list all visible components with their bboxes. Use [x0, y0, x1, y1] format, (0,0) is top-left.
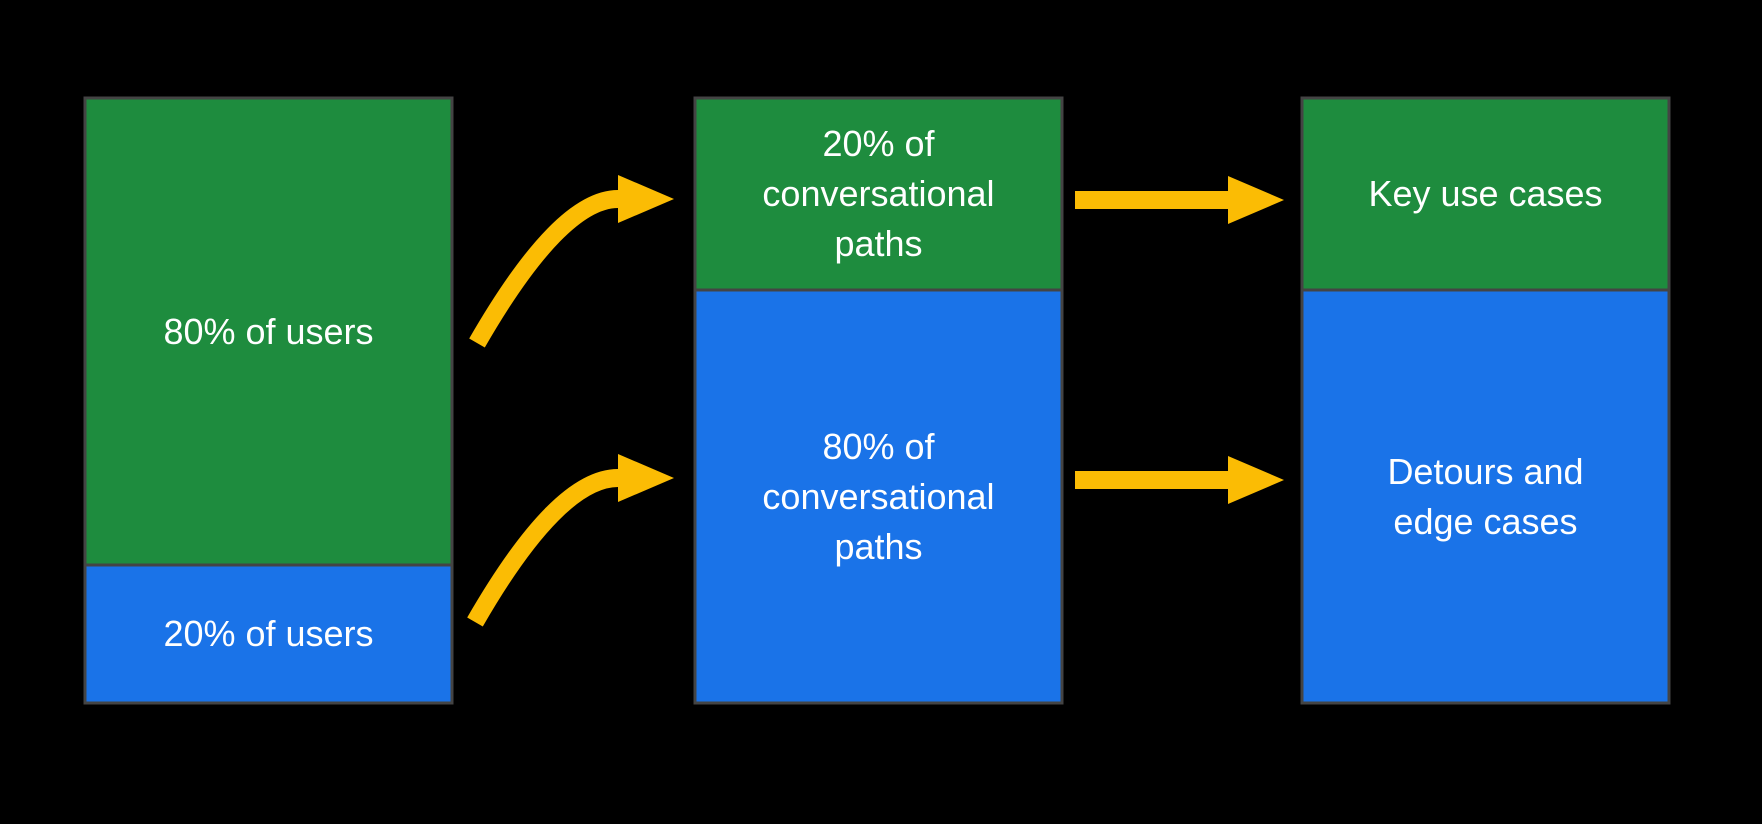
users-bar	[83, 96, 454, 705]
users-majority-segment	[83, 96, 454, 567]
users-minority-segment	[83, 563, 454, 705]
conversational-paths-bar	[693, 96, 1064, 705]
paths-majority-segment	[693, 288, 1064, 705]
straight-arrow-bottom-head-icon	[1228, 456, 1284, 504]
curved-arrow-bottom-shaft	[467, 469, 619, 627]
detours-edge-cases-segment	[1300, 288, 1671, 705]
straight-arrow-top-head-icon	[1228, 176, 1284, 224]
outcomes-bar	[1300, 96, 1671, 705]
key-use-cases-segment	[1300, 96, 1671, 292]
straight-arrow-bottom	[1075, 456, 1284, 504]
straight-arrow-top	[1075, 176, 1284, 224]
curved-arrow-top-shaft	[469, 190, 619, 348]
curved-arrow-top	[469, 175, 674, 348]
paths-minority-segment	[693, 96, 1064, 292]
curved-arrow-bottom-head-icon	[618, 454, 674, 502]
curved-arrow-top-head-icon	[618, 175, 674, 223]
curved-arrow-bottom	[467, 454, 674, 627]
